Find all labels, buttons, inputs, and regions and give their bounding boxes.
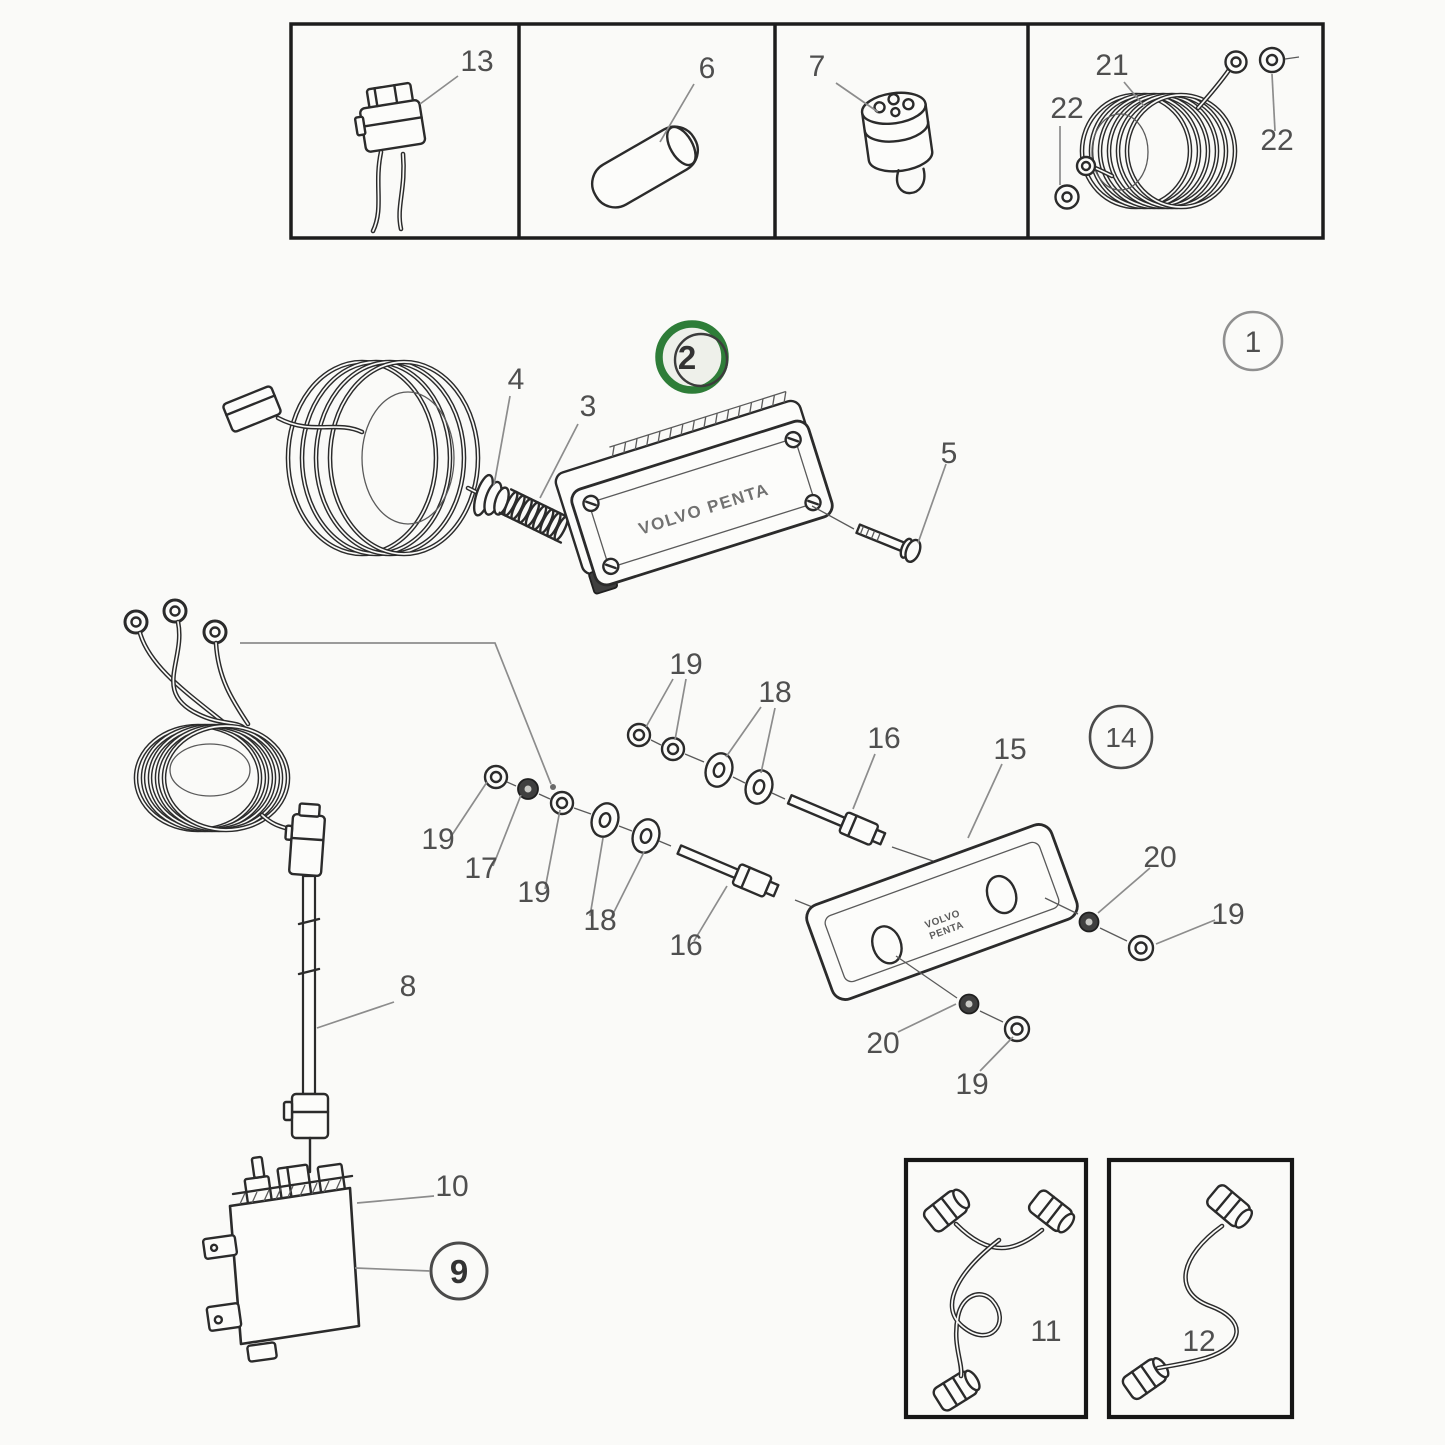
callout-6[interactable]: 6 (699, 52, 716, 85)
callout-8[interactable]: 8 (400, 970, 417, 1003)
callout-19-b[interactable]: 19 (517, 876, 550, 909)
coil-loops (1079, 92, 1238, 210)
callout-12[interactable]: 12 (1182, 1325, 1215, 1358)
cable-box-11 (903, 1157, 1089, 1420)
plate-screw (582, 494, 600, 513)
cable-box-12 (1106, 1157, 1295, 1420)
callout-3[interactable]: 3 (580, 390, 597, 423)
module-10 (201, 1155, 361, 1363)
callout-22-left[interactable]: 22 (1050, 92, 1083, 125)
mounting-tab (246, 1341, 278, 1363)
top-parts-strip (289, 22, 1325, 240)
stud-16-lower (676, 844, 780, 898)
ring-terminal-top (1224, 50, 1248, 74)
nut-20-bottom (958, 993, 980, 1015)
callout-19-a[interactable]: 19 (421, 823, 454, 856)
washer-22-left (1054, 184, 1080, 210)
badge-9[interactable]: 9 (429, 1241, 489, 1301)
callout-4[interactable]: 4 (508, 363, 525, 396)
cable-12-connector (1206, 1184, 1254, 1229)
power-cable-coil (133, 723, 291, 833)
part-6-sleeve (590, 125, 700, 209)
part-7-sensor (860, 91, 934, 195)
callout-20-right[interactable]: 20 (1143, 841, 1176, 874)
callout-20-bottom[interactable]: 20 (866, 1027, 899, 1060)
fastener-row-lower (483, 764, 863, 928)
cable-11-connector (1027, 1189, 1076, 1234)
panel-assembly-2: VOLVO PENTA (222, 359, 947, 595)
part-21-cable-coil (1054, 46, 1300, 210)
cable-11-connector (932, 1369, 981, 1412)
callout-7[interactable]: 7 (809, 50, 826, 83)
mounting-kit-14: VOLVO PENTA 14 (240, 642, 1216, 1072)
callout-5[interactable]: 5 (941, 437, 958, 470)
badge-1[interactable]: 1 (1222, 310, 1284, 372)
callout-17[interactable]: 17 (464, 852, 497, 885)
callout-13[interactable]: 13 (460, 45, 493, 78)
callout-22-right[interactable]: 22 (1260, 124, 1293, 157)
nut-19-bottom (1003, 1015, 1031, 1043)
mounting-tab (201, 1234, 239, 1260)
badge-14[interactable]: 14 (1088, 704, 1154, 770)
stud-16-upper (786, 793, 887, 846)
nut-20-right (1078, 911, 1100, 933)
ring-terminal (162, 598, 188, 624)
callout-18-lower[interactable]: 18 (583, 904, 616, 937)
callout-9[interactable]: 9 (450, 1253, 468, 1290)
nut-19-right (1127, 934, 1155, 962)
cable-12-connector (1121, 1357, 1170, 1401)
harness-connector (222, 385, 282, 433)
volvo-penta-plate-front: VOLVO PENTA (570, 419, 834, 587)
ring-terminal (202, 619, 228, 645)
callout-19-upper[interactable]: 19 (669, 648, 702, 681)
plate-screw (804, 493, 822, 512)
power-harness-group: 9 (123, 598, 489, 1363)
callout-18-upper[interactable]: 18 (758, 676, 791, 709)
cable-11-connector (922, 1188, 971, 1233)
cable-8 (297, 874, 321, 1096)
mounting-tab (205, 1302, 243, 1332)
callout-11[interactable]: 11 (1030, 1315, 1061, 1348)
washer-22-right (1258, 46, 1300, 74)
callout-21[interactable]: 21 (1095, 49, 1128, 82)
bellows-3 (498, 488, 574, 544)
badge-2-highlighted[interactable]: 2 (655, 320, 729, 394)
harness-coil (285, 359, 481, 557)
part-13-connector (353, 81, 427, 234)
strip-frame (289, 22, 1325, 240)
callout-15[interactable]: 15 (993, 733, 1026, 766)
volvo-penta-plate-rear: VOLVO PENTA (805, 823, 1079, 1001)
screw-5 (855, 523, 922, 564)
callout-19-right[interactable]: 19 (1211, 898, 1244, 931)
callout-1[interactable]: 1 (1245, 326, 1262, 359)
callout-16-lower[interactable]: 16 (669, 929, 702, 962)
ring-terminal (123, 609, 149, 635)
callout-19-bottom[interactable]: 19 (955, 1068, 988, 1101)
callout-labels: 13 6 7 21 22 22 4 3 5 19 18 16 19 17 19 … (400, 45, 1294, 1358)
callout-14[interactable]: 14 (1105, 722, 1136, 753)
plate-screw (784, 430, 802, 449)
ring-terminal-left (1075, 155, 1097, 177)
callout-2[interactable]: 2 (678, 339, 696, 376)
harness-connector-upper (284, 802, 326, 877)
plate-screw (602, 557, 620, 576)
callout-16-upper[interactable]: 16 (867, 722, 900, 755)
callout-10[interactable]: 10 (435, 1170, 468, 1203)
harness-connector-lower (282, 1092, 330, 1140)
